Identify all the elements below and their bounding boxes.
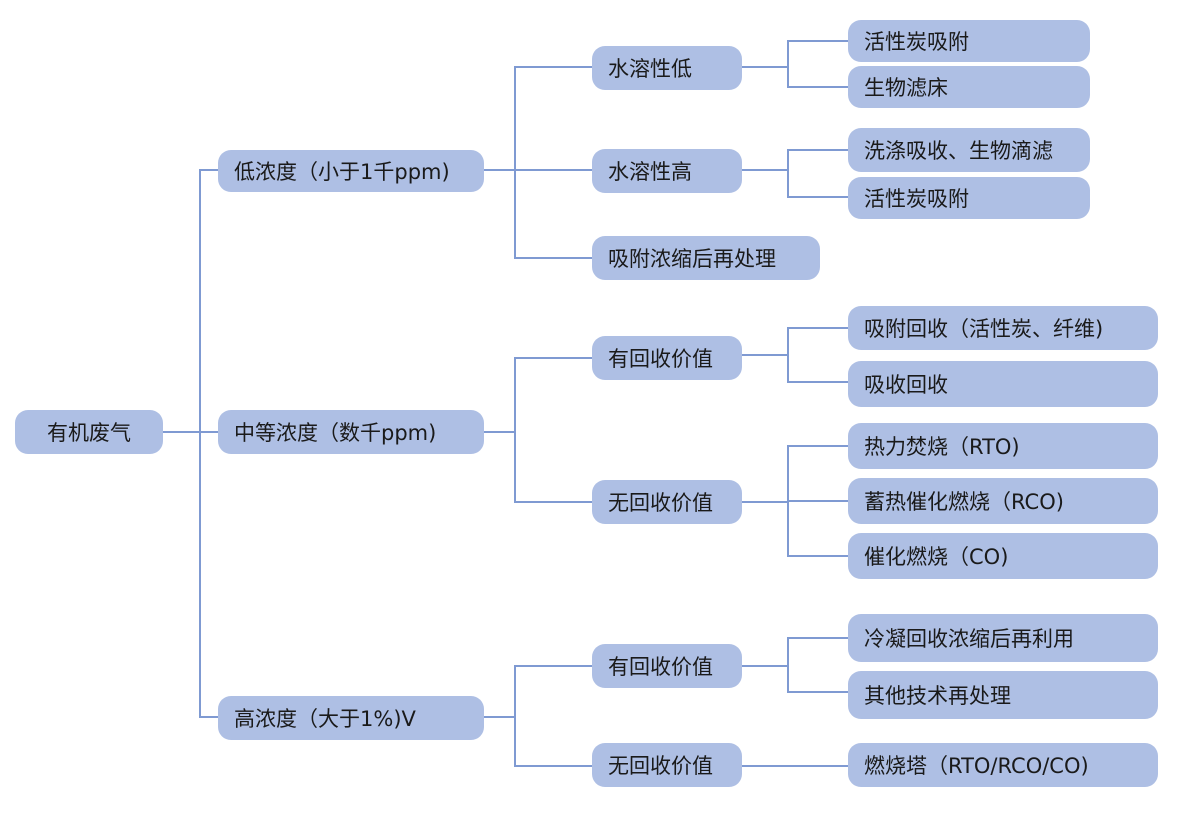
method-node: 催化燃烧（CO) [848, 533, 1158, 579]
method-node: 洗涤吸收、生物滴滤 [848, 128, 1090, 172]
category-node: 无回收价值 [592, 480, 742, 524]
category-node: 有回收价值 [592, 644, 742, 688]
branch-node: 高浓度（大于1%)V [218, 696, 484, 740]
method-label: 其他技术再处理 [864, 684, 1011, 708]
category-label: 吸附浓缩后再处理 [608, 247, 776, 271]
method-label: 蓄热催化燃烧（RCO) [864, 490, 1064, 514]
branch-node: 低浓度（小于1千ppm) [218, 150, 484, 192]
root-node: 有机废气 [15, 410, 163, 454]
branch-label: 中等浓度（数千ppm) [234, 421, 437, 445]
method-node: 吸收回收 [848, 361, 1158, 407]
method-node: 吸附回收（活性炭、纤维) [848, 306, 1158, 350]
method-node: 热力焚烧（RTO) [848, 423, 1158, 469]
method-node: 生物滤床 [848, 66, 1090, 108]
category-label: 水溶性低 [608, 57, 692, 81]
method-label: 吸附回收（活性炭、纤维) [864, 317, 1104, 341]
category-label: 无回收价值 [608, 754, 713, 778]
category-label: 有回收价值 [608, 655, 713, 679]
branch-label: 高浓度（大于1%)V [234, 707, 416, 731]
branch-label: 低浓度（小于1千ppm) [234, 160, 450, 184]
method-label: 活性炭吸附 [864, 30, 969, 54]
method-node: 活性炭吸附 [848, 177, 1090, 219]
category-node: 水溶性低 [592, 46, 742, 90]
category-label: 有回收价值 [608, 347, 713, 371]
root-label: 有机废气 [47, 421, 131, 445]
category-label: 水溶性高 [608, 160, 692, 184]
method-node: 其他技术再处理 [848, 671, 1158, 719]
method-label: 生物滤床 [864, 76, 948, 100]
method-label: 活性炭吸附 [864, 187, 969, 211]
method-node: 燃烧塔（RTO/RCO/CO) [848, 743, 1158, 787]
category-node: 吸附浓缩后再处理 [592, 236, 820, 280]
method-node: 冷凝回收浓缩后再利用 [848, 614, 1158, 662]
method-label: 热力焚烧（RTO) [864, 435, 1020, 459]
branch-node: 中等浓度（数千ppm) [218, 410, 484, 454]
category-node: 无回收价值 [592, 743, 742, 787]
method-label: 吸收回收 [864, 373, 948, 397]
method-node: 活性炭吸附 [848, 20, 1090, 62]
category-label: 无回收价值 [608, 491, 713, 515]
category-node: 水溶性高 [592, 149, 742, 193]
category-node: 有回收价值 [592, 336, 742, 380]
method-node: 蓄热催化燃烧（RCO) [848, 478, 1158, 524]
method-label: 洗涤吸收、生物滴滤 [864, 139, 1053, 163]
method-label: 催化燃烧（CO) [864, 545, 1009, 569]
method-label: 冷凝回收浓缩后再利用 [864, 627, 1074, 651]
method-label: 燃烧塔（RTO/RCO/CO) [864, 754, 1089, 778]
